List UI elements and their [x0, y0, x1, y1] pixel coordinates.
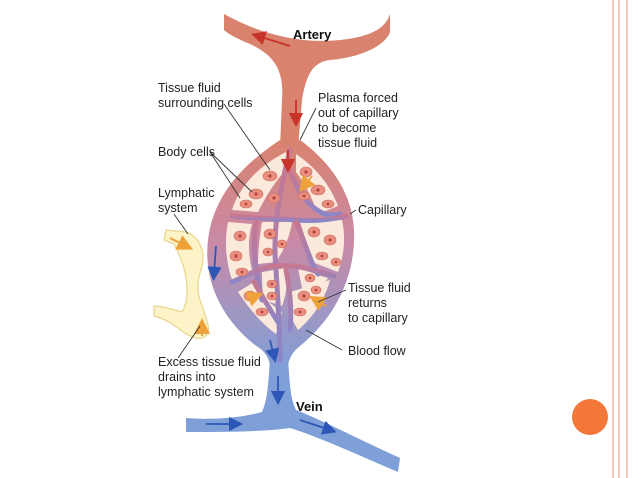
body-cells [229, 166, 342, 317]
vein [186, 360, 400, 472]
label-returns-1: Tissue fluid [348, 281, 411, 295]
label-lymphatic-2: system [158, 201, 198, 215]
blood-flow-arrows [206, 31, 337, 435]
label-tissue-fluid-2: surrounding cells [158, 96, 253, 110]
label-returns-3: to capillary [348, 311, 408, 325]
lymphatic-vessel [153, 229, 210, 340]
label-plasma-4: tissue fluid [318, 136, 377, 150]
diagram-labels: Artery Vein Tissue fluid surrounding cel… [158, 27, 411, 414]
tissue-fluid-arrows [169, 174, 327, 336]
label-capillary: Capillary [358, 203, 407, 217]
label-plasma-2: out of capillary [318, 106, 399, 120]
capillary-branches [229, 147, 349, 363]
accent-circle [572, 399, 608, 435]
label-plasma-1: Plasma forced [318, 91, 398, 105]
label-body-cells: Body cells [158, 145, 215, 159]
label-blood-flow: Blood flow [348, 344, 407, 358]
label-tissue-fluid-1: Tissue fluid [158, 81, 221, 95]
label-excess-3: lymphatic system [158, 385, 254, 399]
label-vein: Vein [296, 399, 323, 414]
artery [224, 14, 390, 148]
label-lymphatic-1: Lymphatic [158, 186, 215, 200]
label-excess-2: drains into [158, 370, 216, 384]
leader-lines [173, 103, 357, 359]
label-plasma-3: to become [318, 121, 376, 135]
label-excess-1: Excess tissue fluid [158, 355, 261, 369]
label-returns-2: returns [348, 296, 387, 310]
label-artery: Artery [293, 27, 332, 42]
slide-border-decoration [612, 0, 628, 478]
